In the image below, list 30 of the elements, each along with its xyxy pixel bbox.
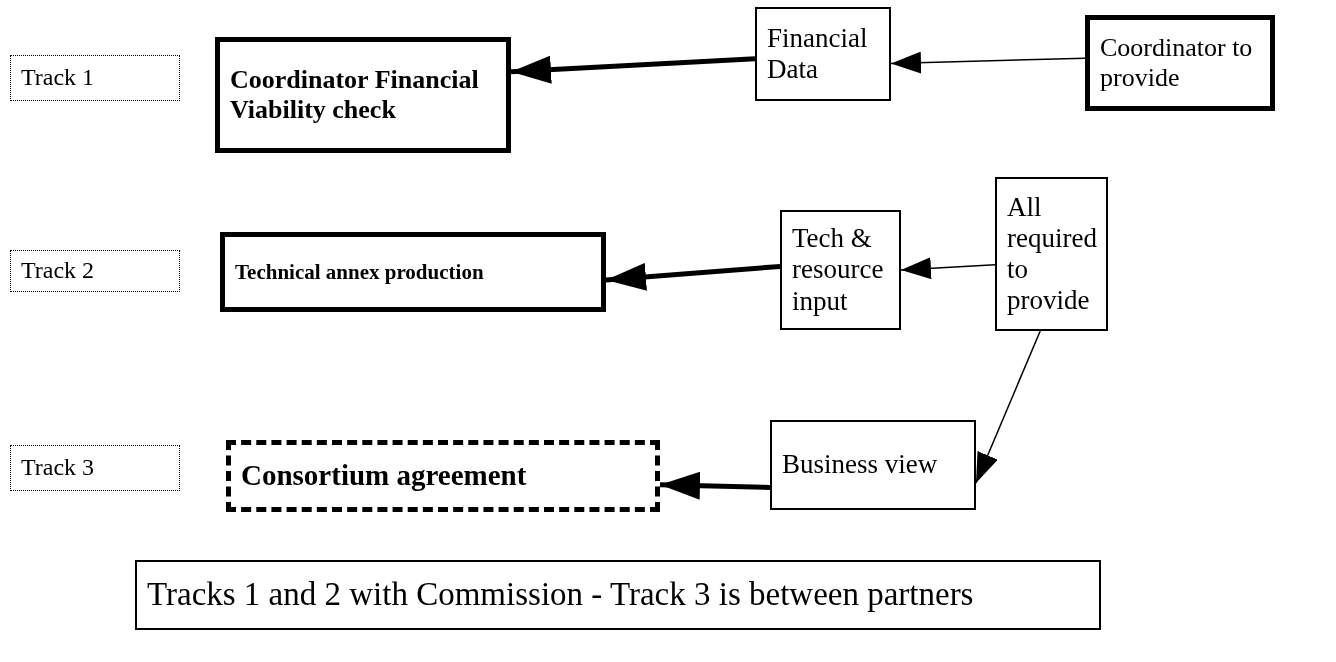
source-box <box>1085 15 1275 111</box>
track-label-box <box>10 55 180 101</box>
note-box <box>135 560 1101 630</box>
process-box <box>220 232 606 312</box>
arrow <box>605 262 781 291</box>
arrow <box>900 257 996 280</box>
box-text: Financial Data <box>767 22 869 86</box>
arrow <box>510 55 756 84</box>
data-box <box>780 210 901 330</box>
box-text: Coordinator Financial Viability check <box>230 65 480 125</box>
box-text: Technical annex production <box>235 259 484 285</box>
data-box <box>755 7 891 101</box>
note-text: Tracks 1 and 2 with Commission - Track 3 is between partners <box>147 576 974 614</box>
box-text: Coordinator to provide <box>1100 33 1254 93</box>
process-box <box>226 440 660 512</box>
data-box <box>770 420 976 510</box>
arrow <box>659 471 771 500</box>
track-label-box <box>10 250 180 292</box>
box-text: Consortium agreement <box>241 459 527 493</box>
box-text: Business view <box>782 449 938 481</box>
source-box <box>995 177 1108 331</box>
box-text: Tech & resource input <box>792 223 885 317</box>
arrow <box>975 330 1041 484</box>
box-text: All required to provide <box>1007 191 1097 317</box>
box-text: Track 2 <box>21 257 95 285</box>
box-text: Track 1 <box>21 64 95 92</box>
track-label-box <box>10 445 180 491</box>
box-text: Track 3 <box>21 454 95 482</box>
process-box <box>215 37 511 153</box>
arrow <box>890 51 1086 74</box>
